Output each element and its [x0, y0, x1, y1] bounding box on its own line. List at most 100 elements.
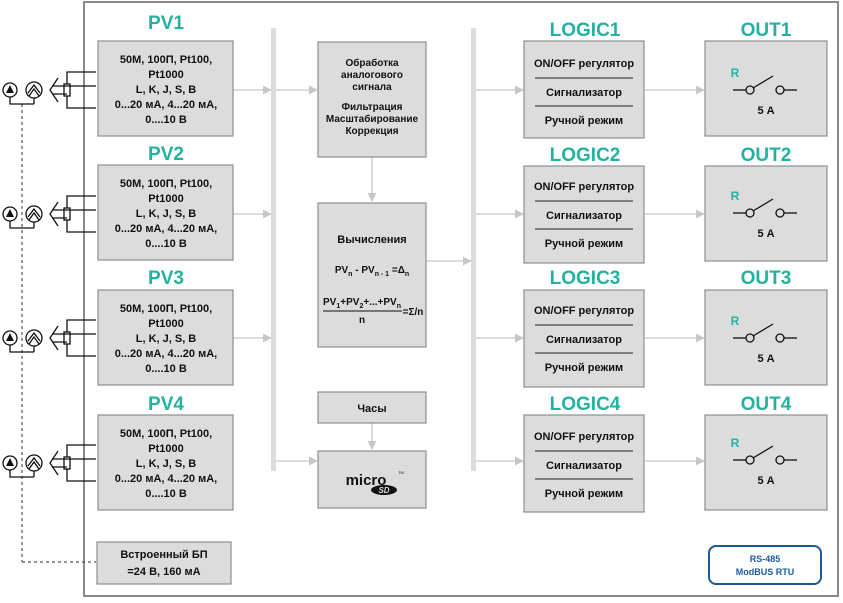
- input-line: 50М, 100П, Pt100,: [120, 54, 212, 66]
- logic-item: Сигнализатор: [546, 210, 622, 222]
- logic-item: Сигнализатор: [546, 460, 622, 472]
- formula-delta: PVn - PVn - 1 =Δn: [335, 265, 409, 278]
- power-supply-line: =24 В, 160 мА: [127, 566, 200, 578]
- input-title: PV3: [148, 268, 184, 289]
- processing-line: сигнала: [352, 82, 392, 93]
- formula-sum-denominator: n: [359, 315, 365, 326]
- logic-item: Ручной режим: [545, 488, 623, 500]
- output-block-1: OUT1 R 5 А: [704, 20, 828, 137]
- logic-item: Сигнализатор: [546, 87, 622, 99]
- relay-contact-icon: [733, 445, 797, 465]
- logic-block-2: LOGIC2 ON/OFF регулятор Сигнализатор Руч…: [523, 145, 645, 264]
- input-line: 50М, 100П, Pt100,: [120, 178, 212, 190]
- processing-line: Фильтрация: [341, 102, 402, 113]
- rs485-interface-badge: RS-485 ModBUS RTU: [708, 545, 822, 585]
- relay-contact-icon: [733, 75, 797, 95]
- input-line: Pt1000: [148, 69, 183, 81]
- svg-text:SD: SD: [378, 486, 389, 495]
- computation-title: Вычисления: [337, 234, 406, 246]
- logic-title: LOGIC3: [550, 268, 621, 289]
- output-block-2: OUT2 R 5 А: [704, 145, 828, 262]
- input-line: Pt1000: [148, 318, 183, 330]
- relay-rating: 5 А: [757, 228, 774, 240]
- input-bus-bar: [271, 28, 276, 471]
- logic-bus-bar: [471, 28, 476, 471]
- output-title: OUT1: [741, 20, 792, 41]
- power-supply-block: Встроенный БП =24 В, 160 мА: [96, 541, 232, 585]
- input-line: 0....10 В: [145, 488, 187, 500]
- relay-rating: 5 А: [757, 353, 774, 365]
- logic-title: LOGIC2: [550, 145, 621, 166]
- output-block-4: OUT4 R 5 А: [704, 394, 828, 511]
- svg-text:TM: TM: [398, 470, 404, 475]
- relay-contact-icon: [733, 198, 797, 218]
- input-line: 0...20 мА, 4...20 мА,: [115, 223, 218, 235]
- output-title: OUT4: [741, 394, 792, 415]
- input-line: 0....10 В: [145, 363, 187, 375]
- processing-line: Обработка: [345, 57, 399, 69]
- interface-line: ModBUS RTU: [736, 567, 795, 577]
- output-title: OUT3: [741, 268, 792, 289]
- output-title: OUT2: [741, 145, 792, 166]
- computation-block: Вычисления PVn - PVn - 1 =Δn PV1+PV2+...…: [317, 202, 427, 348]
- relay-label: R: [731, 436, 740, 450]
- processing-block: Обработка аналогового сигнала Фильтрация…: [317, 41, 427, 158]
- input-line: 0...20 мА, 4...20 мА,: [115, 99, 218, 111]
- input-pv4: PV4 50М, 100П, Pt100, Pt1000 L, K, J, S,…: [97, 394, 234, 511]
- power-supply-line: Встроенный БП: [120, 549, 207, 561]
- relay-label: R: [731, 314, 740, 328]
- logic-block-1: LOGIC1 ON/OFF регулятор Сигнализатор Руч…: [523, 20, 645, 139]
- input-title: PV2: [148, 144, 184, 165]
- sensor-symbol-icon: [2, 71, 96, 109]
- microsd-block: micro SD TM: [317, 450, 427, 509]
- logic-title: LOGIC4: [550, 394, 621, 415]
- sensor-symbol-icon: [2, 319, 96, 357]
- microsd-logo-icon: micro SD TM: [346, 470, 404, 495]
- input-line: Pt1000: [148, 443, 183, 455]
- processing-line: Коррекция: [345, 126, 398, 137]
- device-frame: [83, 1, 839, 597]
- input-line: 0....10 В: [145, 238, 187, 250]
- input-line: 0...20 мА, 4...20 мА,: [115, 348, 218, 360]
- input-line: 50М, 100П, Pt100,: [120, 303, 212, 315]
- relay-rating: 5 А: [757, 105, 774, 117]
- logic-block-4: LOGIC4 ON/OFF регулятор Сигнализатор Руч…: [523, 394, 645, 513]
- output-block-3: OUT3 R 5 А: [704, 268, 828, 386]
- logic-block-3: LOGIC3 ON/OFF регулятор Сигнализатор Руч…: [523, 268, 645, 388]
- input-title: PV1: [148, 13, 184, 34]
- formula-sum-result: =Σ/n: [403, 307, 424, 318]
- input-line: 50М, 100П, Pt100,: [120, 428, 212, 440]
- relay-label: R: [731, 66, 740, 80]
- logic-item: Ручной режим: [545, 238, 623, 250]
- input-line: L, K, J, S, B: [136, 84, 197, 96]
- logic-item: Сигнализатор: [546, 334, 622, 346]
- processing-line: Масштабирование: [326, 113, 419, 125]
- formula-sum-numerator: PV1+PV2+...+PVn: [323, 297, 401, 310]
- processing-line: аналогового: [341, 70, 403, 81]
- clock-label: Часы: [357, 403, 386, 415]
- relay-rating: 5 А: [757, 475, 774, 487]
- logic-item: ON/OFF регулятор: [534, 181, 634, 193]
- input-line: L, K, J, S, B: [136, 333, 197, 345]
- input-title: PV4: [148, 394, 184, 415]
- clock-block: Часы: [317, 391, 427, 424]
- logic-item: Ручной режим: [545, 115, 623, 127]
- sensor-symbol-icon: [2, 444, 96, 482]
- relay-label: R: [731, 189, 740, 203]
- input-pv1: PV1 50М, 100П, Pt100, Pt1000 L, K, J, S,…: [97, 13, 234, 137]
- input-pv2: PV2 50М, 100П, Pt100, Pt1000 L, K, J, S,…: [97, 144, 234, 261]
- interface-line: RS-485: [750, 554, 781, 564]
- logic-title: LOGIC1: [550, 20, 621, 41]
- relay-contact-icon: [733, 323, 797, 343]
- sensor-symbol-icon: [2, 195, 96, 233]
- input-line: Pt1000: [148, 193, 183, 205]
- logic-item: ON/OFF регулятор: [534, 431, 634, 443]
- logic-item: ON/OFF регулятор: [534, 58, 634, 70]
- logic-item: Ручной режим: [545, 362, 623, 374]
- input-line: 0....10 В: [145, 114, 187, 126]
- input-line: L, K, J, S, B: [136, 458, 197, 470]
- svg-text:micro: micro: [346, 472, 387, 489]
- logic-item: ON/OFF регулятор: [534, 305, 634, 317]
- input-line: L, K, J, S, B: [136, 208, 197, 220]
